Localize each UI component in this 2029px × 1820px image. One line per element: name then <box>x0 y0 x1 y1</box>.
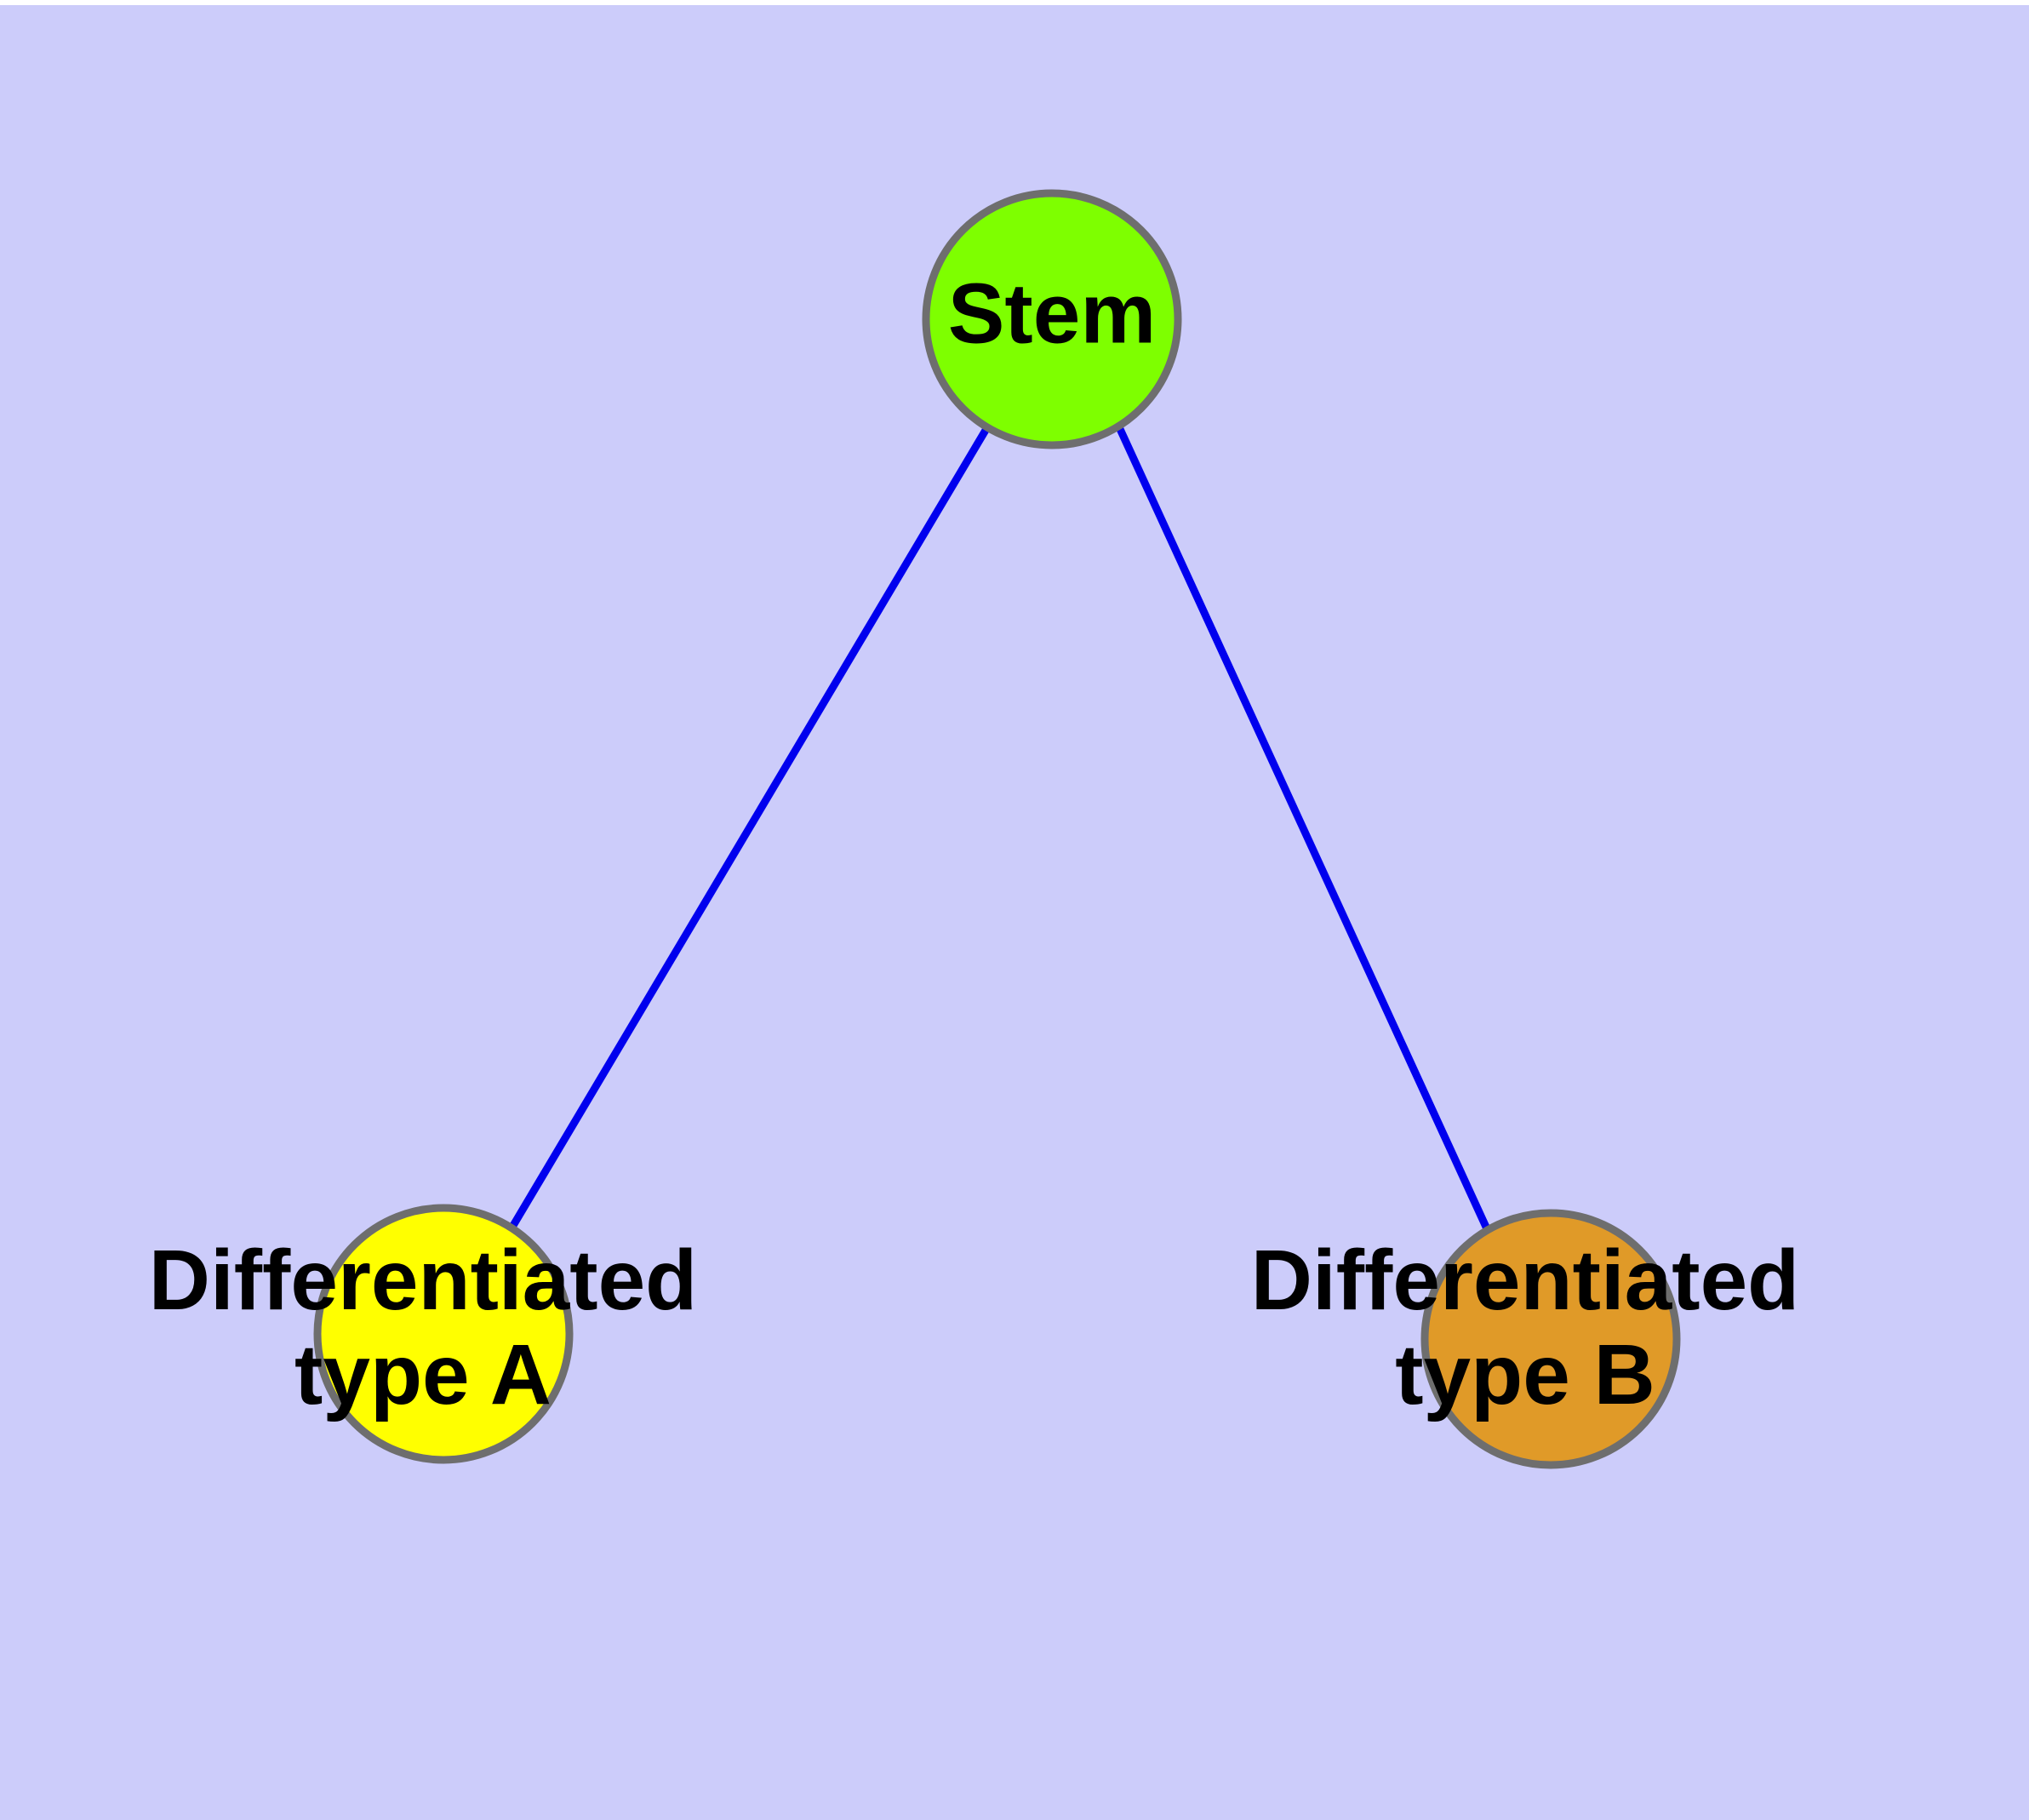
node-differentiated-type-a[interactable]: Differentiated type A <box>149 1204 698 1464</box>
node-differentiated-type-a-circle[interactable] <box>313 1204 574 1464</box>
node-differentiated-type-a-label-line2: type A <box>294 1327 552 1422</box>
node-differentiated-type-b-label-line2: type B <box>1395 1327 1655 1422</box>
node-stem-circle[interactable] <box>922 189 1182 449</box>
node-differentiated-type-a-label-line1: Differentiated <box>149 1233 698 1328</box>
node-differentiated-type-b-label-line1: Differentiated <box>1251 1233 1800 1328</box>
node-differentiated-type-b-circle[interactable] <box>1420 1209 1681 1469</box>
edge-group <box>508 425 1494 1236</box>
edge-stem-to-differentiated-type-b[interactable] <box>1116 427 1494 1236</box>
node-differentiated-type-b[interactable]: Differentiated type B <box>1251 1209 1800 1469</box>
node-stem-label: Stem <box>948 266 1157 361</box>
node-stem[interactable]: Stem <box>922 189 1182 449</box>
edge-stem-to-differentiated-type-a[interactable] <box>508 425 991 1231</box>
